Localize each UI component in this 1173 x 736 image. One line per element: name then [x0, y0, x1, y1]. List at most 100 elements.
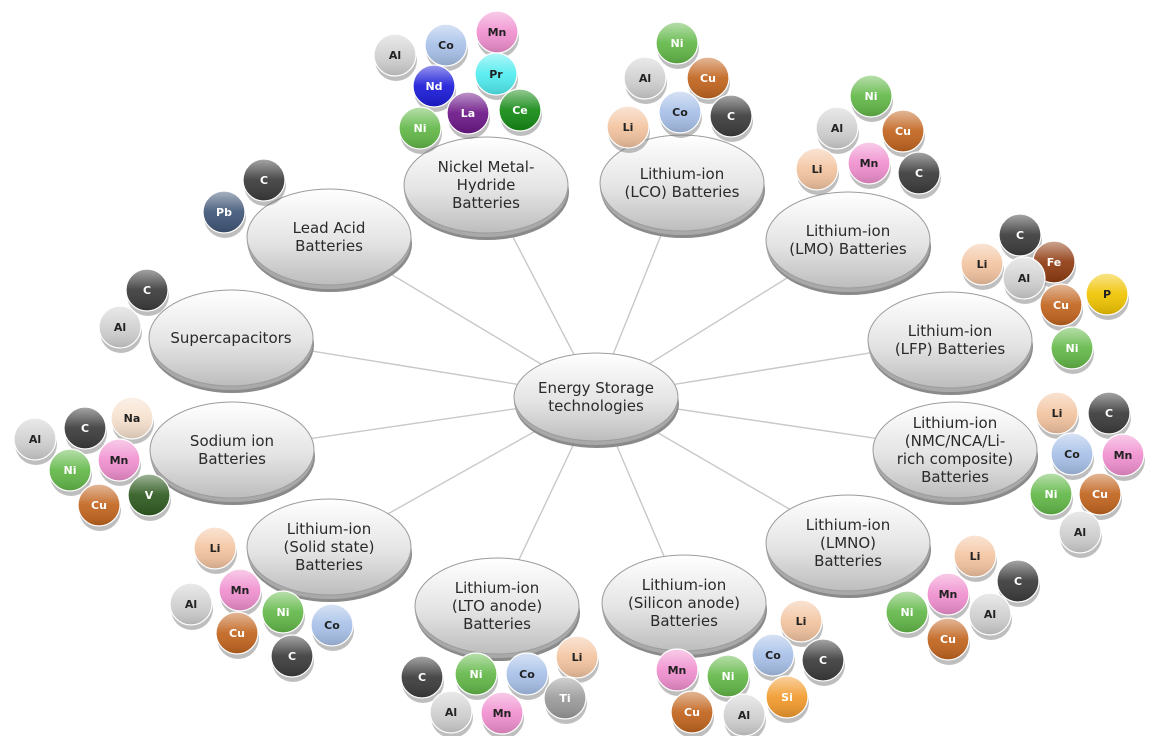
- tech-label-lmo: Lithium-ion: [806, 222, 890, 240]
- element-badge-mn: Mn: [847, 141, 891, 189]
- technology-nodes: Nickel Metal-HydrideBatteriesLithium-ion…: [148, 134, 1038, 661]
- element-badge-pr: Pr: [474, 52, 518, 100]
- element-badge-co: Co: [424, 23, 468, 71]
- element-symbol: C: [81, 422, 89, 435]
- element-symbol: Al: [639, 72, 651, 85]
- element-symbol: C: [1016, 229, 1024, 242]
- element-badge-li: Li: [1035, 391, 1079, 439]
- tech-label-silicon: Lithium-ion: [642, 576, 726, 594]
- element-symbol: Cu: [700, 72, 716, 85]
- element-badge-mn: Mn: [218, 568, 262, 616]
- element-badge-al: Al: [722, 693, 766, 736]
- tech-label-lto: Batteries: [463, 615, 531, 633]
- element-symbol: Co: [1064, 448, 1080, 461]
- element-symbol: Al: [738, 709, 750, 722]
- element-badge-cu: Cu: [926, 617, 970, 665]
- tech-node-supercap: Supercapacitors: [148, 289, 314, 393]
- element-badge-ni: Ni: [398, 106, 442, 154]
- element-symbol: Mn: [1114, 449, 1133, 462]
- element-symbol: Mn: [488, 26, 507, 39]
- tech-node-nmc: Lithium-ion(NMC/NCA/Li-rich composite)Ba…: [872, 401, 1038, 505]
- element-symbol: Ni: [722, 670, 735, 683]
- tech-label-silicon: (Silicon anode): [628, 594, 740, 612]
- element-badge-si: Si: [765, 675, 809, 723]
- element-badge-al: Al: [1002, 256, 1046, 304]
- element-symbol: Li: [796, 615, 807, 628]
- element-symbol: Al: [1018, 272, 1030, 285]
- tech-node-lfp: Lithium-ion(LFP) Batteries: [867, 291, 1033, 395]
- element-symbol: La: [461, 107, 475, 120]
- element-symbol: Li: [210, 542, 221, 555]
- element-badge-c: C: [897, 151, 941, 199]
- element-badge-c: C: [242, 158, 286, 206]
- element-badge-li: Li: [953, 534, 997, 582]
- tech-label-nimh: Hydride: [457, 176, 516, 194]
- tech-label-lto: Lithium-ion: [455, 579, 539, 597]
- element-badge-ni: Ni: [261, 590, 305, 638]
- element-badge-ce: Ce: [498, 88, 542, 136]
- element-symbol: Co: [519, 668, 535, 681]
- element-badge-c: C: [63, 406, 107, 454]
- element-badge-al: Al: [815, 106, 859, 154]
- element-badge-mn: Mn: [475, 10, 519, 58]
- element-symbol: C: [418, 671, 426, 684]
- element-symbol: C: [288, 650, 296, 663]
- element-symbol: Li: [1052, 407, 1063, 420]
- element-symbol: Ni: [64, 464, 77, 477]
- element-symbol: Na: [124, 412, 141, 425]
- element-symbol: Ce: [512, 104, 528, 117]
- tech-label-nimh: Nickel Metal-: [438, 158, 535, 176]
- element-symbol: Si: [781, 691, 793, 704]
- tech-label-lco: Lithium-ion: [640, 165, 724, 183]
- element-symbol: Co: [765, 649, 781, 662]
- element-symbol: Cu: [895, 125, 911, 138]
- element-symbol: Co: [324, 619, 340, 632]
- tech-node-lto: Lithium-ion(LTO anode)Batteries: [414, 557, 580, 661]
- element-badge-co: Co: [310, 603, 354, 651]
- element-badge-li: Li: [779, 599, 823, 647]
- element-badge-mn: Mn: [926, 572, 970, 620]
- element-badge-cu: Cu: [881, 109, 925, 157]
- element-badge-pb: Pb: [202, 190, 246, 238]
- element-symbol: Mn: [668, 664, 687, 677]
- tech-label-nmc: Batteries: [921, 468, 989, 486]
- element-badge-c: C: [400, 655, 444, 703]
- element-symbol: C: [727, 110, 735, 123]
- tech-node-lmo: Lithium-ion(LMO) Batteries: [765, 191, 931, 295]
- element-symbol: C: [143, 284, 151, 297]
- tech-node-lmno: Lithium-ion(LMNO)Batteries: [765, 494, 931, 598]
- element-badge-cu: Cu: [77, 483, 121, 531]
- element-symbol: Al: [114, 321, 126, 334]
- element-badge-c: C: [125, 268, 169, 316]
- element-symbol: Ni: [470, 668, 483, 681]
- element-badge-p: P: [1085, 272, 1129, 320]
- element-badge-ni: Ni: [1029, 472, 1073, 520]
- element-symbol: Al: [984, 608, 996, 621]
- element-badge-co: Co: [505, 652, 549, 700]
- element-badge-ni: Ni: [454, 652, 498, 700]
- element-badge-co: Co: [751, 633, 795, 681]
- element-badge-ni: Ni: [1050, 326, 1094, 374]
- element-badge-mn: Mn: [1101, 433, 1145, 481]
- element-badge-cu: Cu: [1039, 283, 1083, 331]
- tech-label-solid: Batteries: [295, 556, 363, 574]
- element-symbol: Al: [185, 598, 197, 611]
- element-badge-v: V: [127, 473, 171, 521]
- tech-label-nmc: Lithium-ion: [913, 414, 997, 432]
- element-symbol: Al: [445, 706, 457, 719]
- element-symbol: Al: [389, 49, 401, 62]
- tech-label-lmno: Batteries: [814, 552, 882, 570]
- tech-label-nimh: Batteries: [452, 194, 520, 212]
- tech-label-lco: (LCO) Batteries: [625, 183, 740, 201]
- element-badge-al: Al: [373, 33, 417, 81]
- element-badge-li: Li: [606, 105, 650, 153]
- element-symbol: Al: [831, 122, 843, 135]
- element-symbol: Co: [438, 39, 454, 52]
- tech-label-nmc: (NMC/NCA/Li-: [905, 432, 1006, 450]
- element-symbol: C: [260, 174, 268, 187]
- element-symbol: Al: [1074, 526, 1086, 539]
